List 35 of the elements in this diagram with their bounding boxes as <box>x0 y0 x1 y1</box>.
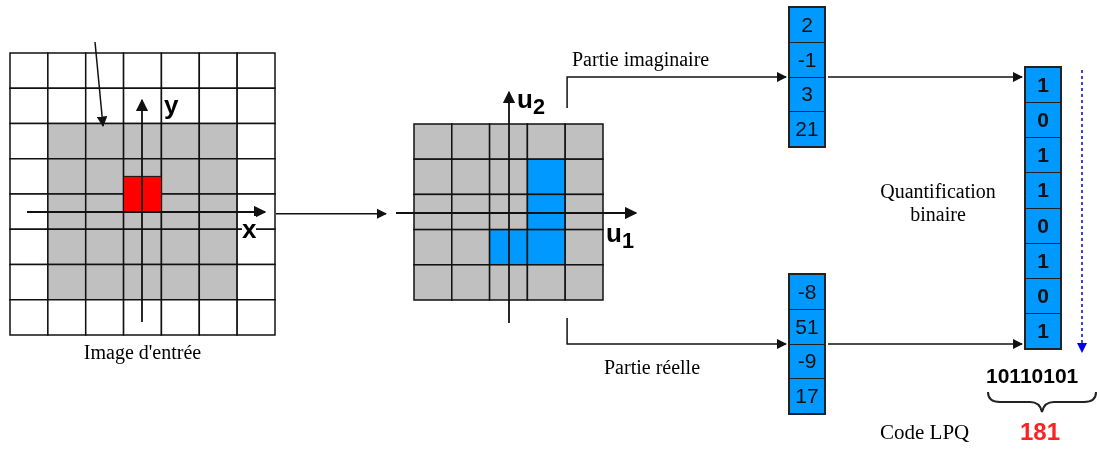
arrow <box>275 208 388 219</box>
vector-cell: 1 <box>1026 173 1060 209</box>
pixel-grid-drawing <box>10 53 275 335</box>
annotation-text: Quantification binaire <box>879 180 997 226</box>
frequency-grid-drawing <box>414 124 603 300</box>
axis-label: u$_{2}$ <box>517 84 545 121</box>
vector-cell: 1 <box>1026 138 1060 174</box>
coefficient-column <box>788 273 826 415</box>
vector-cell: 1 <box>1026 68 1060 104</box>
binary-code-text: 10110101 <box>986 364 1079 388</box>
vector-cell: 1 <box>1026 313 1060 348</box>
arrow <box>566 71 788 109</box>
vector-cell: 0 <box>1026 103 1060 139</box>
vector-cell: 17 <box>790 379 824 413</box>
vector-cell: 1 <box>1026 243 1060 279</box>
code-label: Code LPQ <box>880 420 970 445</box>
vector-cell: 0 <box>1026 208 1060 244</box>
coefficient-column <box>788 6 826 148</box>
image-caption: Image d'entrée <box>83 341 202 364</box>
vector-cell: 3 <box>790 77 824 113</box>
vector-cell: -1 <box>790 42 824 78</box>
vector-cell: 21 <box>790 112 824 146</box>
arrow <box>827 338 1024 350</box>
vector-cell: 51 <box>790 309 824 345</box>
vector-cell: 2 <box>790 8 824 43</box>
vector-cell: -8 <box>790 275 824 310</box>
axis-label: u$_{1}$ <box>606 218 634 255</box>
axis-label: y <box>164 90 179 121</box>
pointer-arrow <box>94 41 108 128</box>
arrow <box>566 317 788 350</box>
arrow <box>827 71 1024 83</box>
binary-code-column <box>1024 66 1062 350</box>
vector-cell: 0 <box>1026 278 1060 314</box>
code-value: 181 <box>1020 418 1061 446</box>
vector-cell: -9 <box>790 344 824 380</box>
